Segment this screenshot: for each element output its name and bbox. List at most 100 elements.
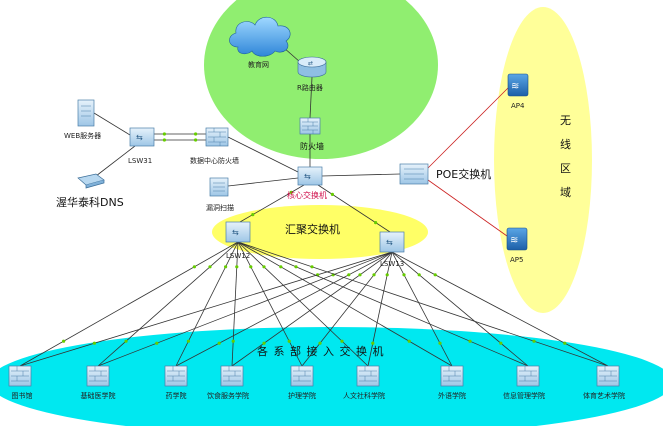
link-port-dot — [287, 339, 291, 343]
switch-arrows-icon: ⇆ — [386, 238, 393, 247]
brick-icon — [599, 366, 617, 382]
core-switch-icon — [297, 166, 323, 186]
link-lsw13-dept-8 — [391, 251, 529, 367]
link-port-dot — [468, 339, 472, 343]
link-port-dot — [294, 265, 298, 269]
internet-label: 教育网 — [248, 60, 269, 69]
link-poe-ap4 — [427, 87, 509, 169]
wireless-char-3: 区 — [560, 162, 572, 175]
server-slots-icon — [81, 105, 91, 117]
lsw12-node[interactable]: ⇆ LSW12 — [225, 221, 251, 260]
link-lsw12-dept-6 — [237, 241, 369, 367]
lsw12-switch-icon — [225, 221, 251, 243]
core-switch-node[interactable]: ⇆ 核心交换机 — [287, 166, 327, 200]
dc-firewall-node[interactable]: 数据中心防火墙 — [190, 127, 239, 165]
poe-switch-node[interactable]: POE交换机 — [399, 163, 491, 185]
link-port-dot — [251, 213, 255, 217]
internet-cloud-node[interactable]: 教育网 — [229, 16, 291, 69]
link-port-dot — [385, 273, 389, 277]
firewall-node[interactable]: 防火墙 — [299, 117, 324, 151]
link-poe-ap5 — [427, 179, 508, 237]
switch-arrows-icon: ⇆ — [136, 133, 143, 142]
link-port-dot — [217, 341, 221, 345]
department-switch-4[interactable]: 饮食服务学院 — [207, 365, 249, 400]
link-port-dot — [162, 138, 166, 142]
ap4-label: AP4 — [511, 102, 525, 110]
link-port-dot — [262, 265, 266, 269]
department-switch-1[interactable]: 图书馆 — [8, 365, 33, 400]
link-port-dot — [192, 265, 196, 269]
link-port-dot — [279, 265, 283, 269]
link-port-dot — [438, 341, 442, 345]
aggregation-zone — [212, 205, 428, 259]
link-port-dot — [347, 273, 351, 277]
link-port-dot — [289, 190, 293, 194]
cloud-icon — [229, 16, 291, 57]
lsw31-label: LSW31 — [128, 157, 152, 165]
department-switch-7[interactable]: 外语学院 — [438, 365, 466, 400]
link-lsw13-dept-9 — [391, 251, 609, 367]
access-zone-label: 各 系 部 接 入 交 换 机 — [257, 344, 384, 358]
link-port-dot — [532, 339, 536, 343]
department-label: 体育艺术学院 — [583, 391, 625, 400]
router-arrows-icon: ⇄ — [308, 60, 313, 67]
link-lsw12-dept-1 — [19, 241, 239, 367]
link-port-dot — [330, 192, 334, 196]
link-lsw12-dept-9 — [237, 241, 609, 367]
link-lsw12-dept-4 — [231, 241, 239, 367]
department-switch-5[interactable]: 护理学院 — [288, 365, 316, 400]
link-port-dot — [155, 341, 159, 345]
link-lsw12-dept-5 — [237, 241, 303, 367]
brick-icon — [167, 366, 185, 382]
scanner-lines-icon — [213, 182, 225, 192]
link-port-dot — [563, 341, 567, 345]
department-switch-3[interactable]: 药学院 — [164, 365, 188, 400]
wireless-zone — [494, 7, 592, 313]
link-port-dot — [374, 221, 378, 225]
switch-arrows-icon: ⇆ — [232, 228, 239, 237]
link-lsw13-dept-2 — [97, 251, 393, 367]
brick-icon — [302, 118, 318, 134]
link-lsw13-dept-3 — [175, 251, 393, 367]
wireless-zone-label: 无 线 区 域 — [560, 114, 572, 199]
link-lsw13-dept-4 — [231, 251, 393, 367]
department-switch-9[interactable]: 体育艺术学院 — [583, 365, 625, 400]
web-server-label: WEB服务器 — [64, 131, 101, 140]
link-lsw12-dept-2 — [97, 241, 239, 367]
vuln-scan-node[interactable]: 漏洞扫描 — [206, 177, 234, 212]
wireless-char-1: 无 — [560, 114, 572, 127]
core-switch-label: 核心交换机 — [287, 190, 327, 200]
link-port-dot — [194, 132, 198, 136]
router-top-icon — [297, 56, 327, 68]
link-port-dot — [499, 341, 503, 345]
dns-node[interactable]: 渥华泰科DNS — [56, 173, 124, 209]
router-node[interactable]: ⇄ R路由器 — [297, 56, 327, 92]
ap5-node[interactable]: ≋ AP5 — [506, 227, 528, 264]
dc-firewall-label: 数据中心防火墙 — [190, 156, 239, 165]
link-port-dot — [372, 273, 376, 277]
link-port-dot — [249, 265, 253, 269]
link-web-lsw31 — [93, 112, 131, 136]
link-lsw12-dept-3 — [175, 241, 239, 367]
link-lsw13-dept-1 — [19, 251, 393, 367]
link-lsw12-dept-7 — [237, 241, 453, 367]
department-switch-8[interactable]: 信息管理学院 — [503, 365, 545, 400]
poe-ports-icon — [404, 168, 424, 180]
department-switch-6[interactable]: 人文社科学院 — [343, 365, 385, 400]
brick-icon — [223, 366, 241, 382]
link-port-dot — [262, 341, 266, 345]
lsw12-label: LSW12 — [226, 252, 250, 260]
lsw31-node[interactable]: ⇆ LSW31 — [128, 127, 155, 165]
link-port-dot — [407, 339, 411, 343]
lsw13-node[interactable]: ⇆ LSW13 — [379, 231, 405, 268]
ap5-label: AP5 — [510, 256, 523, 264]
link-lsw13-dept-7 — [391, 251, 453, 367]
department-switch-2[interactable]: 基础医学院 — [81, 365, 116, 400]
web-server-node[interactable]: WEB服务器 — [64, 99, 101, 140]
access-point-icon — [507, 73, 529, 97]
link-port-dot — [92, 341, 96, 345]
wireless-char-4: 域 — [560, 186, 572, 199]
wifi-icon: ≋ — [510, 235, 518, 246]
department-label: 基础医学院 — [81, 391, 116, 400]
ap4-node[interactable]: ≋ AP4 — [507, 73, 529, 110]
